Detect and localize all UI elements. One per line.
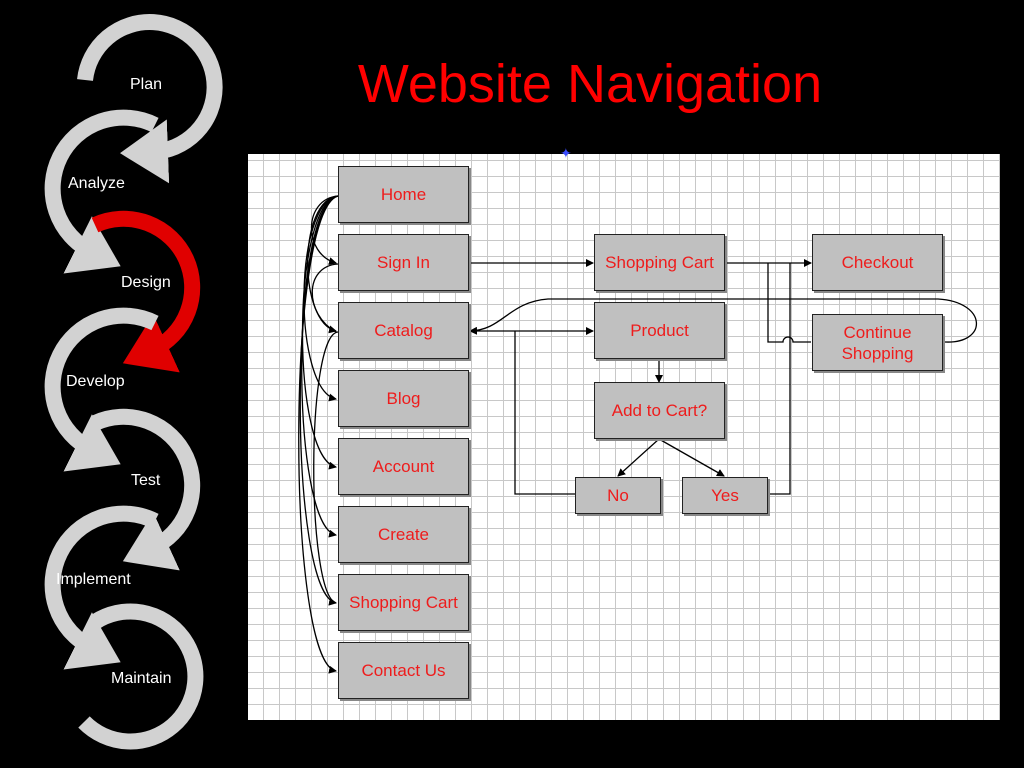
node-blog: Blog: [338, 370, 469, 427]
anchor-marker: ✦: [560, 145, 572, 161]
develop-arrow: [44, 307, 159, 472]
flowchart-connectors: [298, 195, 978, 674]
node-home: Home: [338, 166, 469, 223]
home-to-catalog-connector: [307, 195, 339, 334]
node-account: Account: [338, 438, 469, 495]
stage-plan-label: Plan: [130, 76, 163, 93]
test-arrow: [91, 408, 201, 571]
node-shopping-cart-menu: Shopping Cart: [338, 574, 469, 631]
catalog-back-connector: [313, 331, 339, 604]
stage-implement-label: Implement: [56, 571, 131, 588]
node-continue-shopping: Continue Shopping: [812, 314, 943, 371]
plan-arrow: [77, 14, 223, 184]
node-sign-in: Sign In: [338, 234, 469, 291]
analyze-arrow: [44, 109, 159, 274]
yes-to-cart-connector: [768, 263, 791, 495]
sdlc-cycle: [44, 14, 223, 750]
stage-design-label: Design: [121, 274, 171, 291]
stage-test-label: Test: [131, 472, 161, 489]
signin-back-connector: [311, 263, 339, 333]
flowchart-canvas: ✦ Home Sign In Catalog Blog Account Crea…: [248, 146, 1000, 720]
stage-develop-label: Develop: [66, 373, 125, 390]
stage-maintain-label: Maintain: [111, 670, 172, 687]
node-product: Product: [594, 302, 725, 359]
node-create: Create: [338, 506, 469, 563]
node-no: No: [575, 477, 661, 514]
cart-to-continue-connector: [767, 263, 811, 343]
node-add-to-cart: Add to Cart?: [594, 382, 725, 439]
node-catalog: Catalog: [338, 302, 469, 359]
addcart-to-yes-connector: [658, 438, 725, 477]
continue-loop-connector: [469, 298, 978, 343]
home-to-cart-connector: [299, 195, 339, 606]
no-to-catalog-connector: [514, 331, 575, 495]
home-to-account-connector: [301, 195, 339, 470]
node-yes: Yes: [682, 477, 768, 514]
home-to-create-connector: [301, 195, 339, 538]
implement-arrow: [44, 505, 159, 670]
stage-analyze-label: Analyze: [68, 175, 125, 192]
node-checkout: Checkout: [812, 234, 943, 291]
home-to-contact-connector: [298, 195, 339, 674]
node-shopping-cart: Shopping Cart: [594, 234, 725, 291]
maintain-arrow: [78, 603, 204, 750]
page-title: Website Navigation: [357, 54, 823, 114]
addcart-to-no-connector: [617, 438, 660, 477]
node-contact-us: Contact Us: [338, 642, 469, 699]
design-arrow: [91, 210, 201, 373]
